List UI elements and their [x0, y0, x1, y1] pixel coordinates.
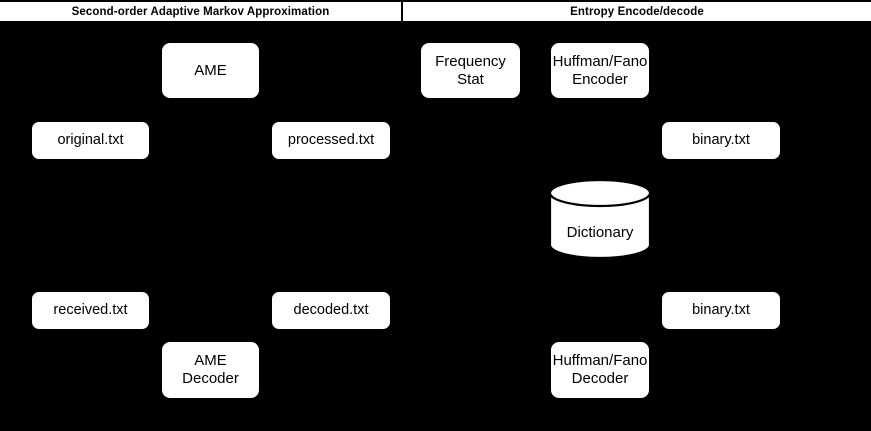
node-binary-txt-top[interactable]: binary.txt [661, 121, 781, 160]
header-left-label: Second-order Adaptive Markov Approximati… [71, 5, 330, 18]
header-right-label: Entropy Encode/decode [570, 5, 704, 18]
dictionary-label: Dictionary [566, 224, 634, 241]
node-ame-decoder[interactable]: AME Decoder [161, 341, 260, 399]
header-band: Second-order Adaptive Markov Approximati… [0, 2, 871, 23]
node-dictionary[interactable]: Dictionary [548, 179, 652, 259]
node-frequency-stat[interactable]: Frequency Stat [420, 42, 521, 99]
node-processed-txt[interactable]: processed.txt [271, 121, 391, 160]
node-received-txt[interactable]: received.txt [31, 291, 150, 330]
node-binary-txt-bottom[interactable]: binary.txt [661, 291, 781, 330]
node-ame[interactable]: AME [161, 42, 260, 99]
header-divider [401, 2, 403, 23]
node-original-txt[interactable]: original.txt [31, 121, 150, 160]
node-huffman-fano-encoder[interactable]: Huffman/Fano Encoder [550, 42, 650, 99]
node-huffman-fano-decoder[interactable]: Huffman/Fano Decoder [550, 341, 650, 399]
cylinder-shape [548, 179, 652, 259]
node-decoded-txt[interactable]: decoded.txt [271, 291, 391, 330]
